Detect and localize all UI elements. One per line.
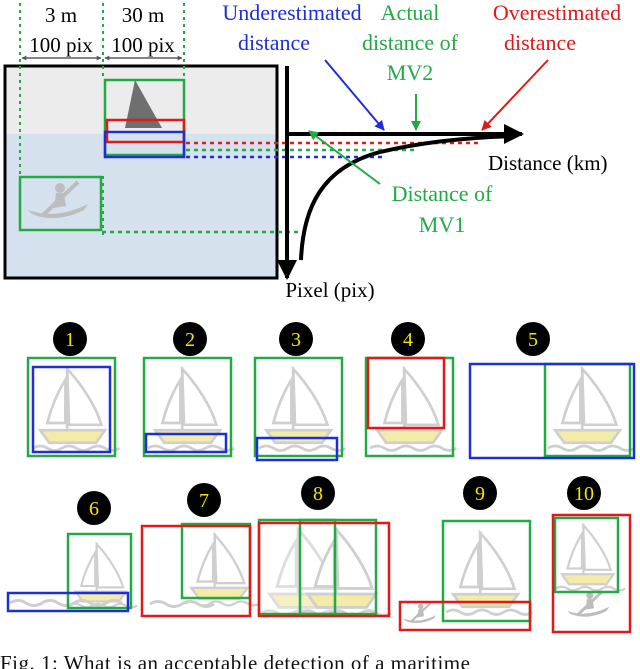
case-4: 4	[364, 322, 458, 458]
case-4-number: 4	[403, 329, 413, 351]
overestimated-label-line2: distance	[504, 30, 576, 55]
case-8-marker	[301, 476, 335, 510]
dimension-guides	[19, 3, 185, 236]
case-4-marker	[391, 322, 425, 356]
case-8: 8	[257, 476, 393, 618]
case-3-marker	[279, 322, 313, 356]
case-10: 10	[551, 476, 632, 634]
case-3: 3	[253, 322, 347, 462]
case-5-number: 5	[528, 329, 538, 351]
underestimate-arrow	[324, 59, 385, 131]
case-1-number: 1	[65, 329, 75, 351]
far-size-label: 30 m	[122, 3, 165, 27]
overestimate-arrow	[481, 59, 549, 131]
near-size-label: 3 m	[45, 3, 77, 27]
distance-pixel-plot	[277, 66, 524, 280]
case-9: 9	[398, 476, 534, 632]
case-8-number: 8	[313, 483, 323, 505]
case-5: 5	[468, 322, 636, 460]
case-2-number: 2	[185, 329, 195, 351]
actual-label-line2: distance of	[362, 30, 459, 55]
mv1-distance-arrow	[308, 130, 381, 185]
actual-label-line3: MV2	[387, 60, 433, 85]
far-pixel-label: 100 pix	[111, 33, 175, 57]
case-6-number: 6	[89, 498, 99, 520]
case-7-marker	[187, 483, 221, 517]
underestimated-label-line2: distance	[238, 30, 310, 55]
projection-lines	[102, 141, 482, 234]
far-vessel	[103, 78, 186, 159]
underestimated-label-line1: Underestimated	[222, 0, 361, 25]
overestimated-label-line1: Overestimated	[493, 0, 621, 25]
case-9-number: 9	[475, 483, 485, 505]
case-3-number: 3	[291, 329, 301, 351]
case-6-marker	[77, 491, 111, 525]
case-9-marker	[463, 476, 497, 510]
case-1-marker	[53, 322, 87, 356]
mv1-label-line2: MV1	[419, 212, 465, 237]
case-2: 2	[142, 322, 236, 458]
near-pixel-label: 100 pix	[29, 33, 93, 57]
case-10-number: 10	[574, 483, 594, 505]
figure-caption: Fig. 1: What is an acceptable detection …	[0, 651, 471, 669]
case-10-marker	[567, 476, 601, 510]
actual-label-line1: Actual	[381, 0, 440, 25]
case-5-marker	[516, 322, 550, 356]
case-2-marker	[173, 322, 207, 356]
y-axis-label: Pixel (pix)	[285, 278, 374, 302]
x-axis-label: Distance (km)	[488, 151, 608, 175]
mv1-label-line1: Distance of	[392, 181, 493, 206]
near-vessel	[18, 175, 103, 232]
case-1: 1	[26, 322, 121, 458]
case-7: 7	[140, 483, 262, 618]
case-7-number: 7	[199, 490, 209, 512]
case-6: 6	[6, 491, 139, 613]
